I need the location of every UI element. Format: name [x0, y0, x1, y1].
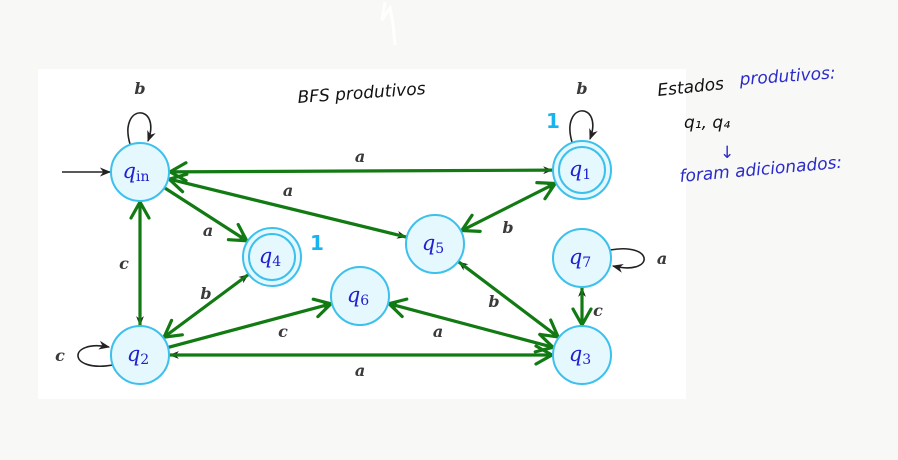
bfs-edge-q3-q5: [457, 260, 560, 339]
edge-label-qin-q4: a: [203, 221, 213, 240]
state-q4[interactable]: q4: [242, 227, 302, 287]
self-loop-q1: [569, 110, 598, 143]
state-label: q6: [347, 283, 369, 309]
edges-layer: [62, 110, 645, 367]
state-label: q4: [259, 244, 281, 270]
accepting-ring: [248, 233, 296, 281]
bfs-edge-qin-q5: [167, 177, 408, 239]
state-q2[interactable]: q2: [110, 325, 170, 385]
states-layer: qin q1 q2 q3 q4 q5 q6 q7: [110, 140, 612, 385]
state-circle: [242, 227, 302, 287]
state-q6[interactable]: q6: [330, 266, 390, 326]
state-circle: [110, 142, 170, 202]
state-label: q2: [127, 342, 149, 368]
mark-q4: 1: [310, 231, 324, 255]
edge-label-qin-qin: b: [134, 79, 145, 98]
bfs-edge-q2-q6: [167, 302, 333, 349]
state-q1[interactable]: q1: [552, 140, 612, 200]
bfs-edge-q5-q1: [460, 181, 557, 233]
bfs-arrowhead: [167, 172, 189, 194]
edge-label-q7-q7: a: [657, 249, 667, 268]
bfs-edge-qin-q4: [163, 186, 249, 243]
edge-label-q2-q2: c: [55, 346, 65, 365]
state-label: q1: [569, 157, 591, 183]
state-circle: [330, 266, 390, 326]
edge-label-qin-q2: c: [119, 254, 129, 273]
state-circle: [110, 325, 170, 385]
mark-q1: 1: [546, 109, 560, 133]
state-qin[interactable]: qin: [110, 142, 170, 202]
edge-label-q1-q1: b: [576, 79, 587, 98]
state-label: q7: [569, 245, 591, 271]
edge-label-q3-q5: b: [488, 292, 499, 311]
state-circle: [552, 228, 612, 288]
bfs-arrowhead: [387, 297, 409, 319]
state-circle: [405, 214, 465, 274]
note-heading-blue: produtivos:: [738, 63, 836, 90]
state-q5[interactable]: q5: [405, 214, 465, 274]
labels-layer: b a a a c b b c b c a a b c a: [55, 79, 667, 380]
state-label: q3: [569, 342, 591, 368]
bfs-edge-q3-q6: [387, 302, 555, 349]
self-loop-qin: [127, 112, 156, 145]
state-q7[interactable]: q7: [552, 228, 612, 288]
edge-label-q3-q6: a: [433, 322, 443, 341]
state-q3[interactable]: q3: [552, 325, 612, 385]
state-circle: [552, 325, 612, 385]
bfs-edge-q2-q4: [162, 273, 250, 339]
note-footer: foram adicionados:: [679, 153, 843, 187]
edge-label-q3-q7: c: [593, 301, 603, 320]
edge-label-q2-q4: b: [200, 284, 211, 303]
bfs-edge-qin-q1: [168, 168, 554, 174]
edge-label-q3-q2: a: [355, 361, 365, 380]
note-arrow: ↓: [720, 143, 734, 163]
bfs-arrowhead: [168, 161, 188, 183]
state-label: q5: [422, 231, 444, 257]
accepting-ring: [558, 146, 606, 194]
edge-label-qin-q1: a: [355, 147, 365, 166]
self-loop-q7: [609, 248, 645, 273]
edge-label-qin-q5: a: [283, 181, 293, 200]
bfs-arrowhead: [226, 222, 249, 243]
edge-label-q2-q6: c: [278, 322, 288, 341]
state-circle: [552, 140, 612, 200]
self-loop-q2: [77, 340, 114, 367]
bfs-arrowhead: [533, 332, 555, 354]
scribble-mark: [380, 1, 397, 46]
note-states: q₁, q₄: [684, 113, 730, 133]
state-label: qin: [123, 159, 150, 185]
edge-label-q5-q1: b: [502, 218, 513, 237]
